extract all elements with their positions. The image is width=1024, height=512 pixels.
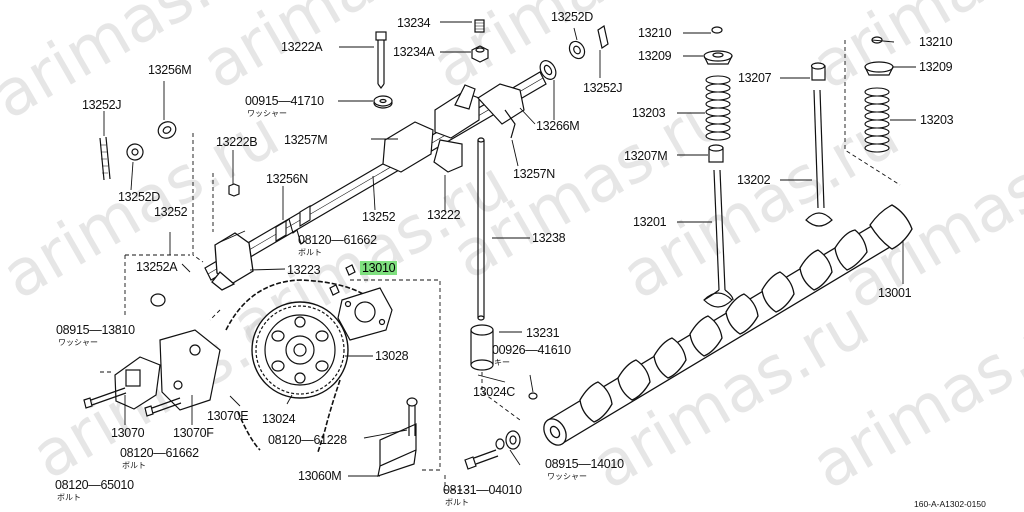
part-label-13070F[interactable]: 13070F [173,426,214,440]
bracket-13060M [377,423,417,477]
sublabel-key: キー [494,358,510,367]
washers-right-end [539,25,609,80]
nut-13222B [228,183,240,197]
part-label-13210-center[interactable]: 13210 [638,26,672,40]
lifter-13231 [470,324,494,371]
sublabel-washer: ワッシャー [247,109,287,118]
part-label-13256N[interactable]: 13256N [266,172,308,186]
washer-00915 [373,95,393,109]
part-label-13222[interactable]: 13222 [427,208,461,222]
plate-13010 [337,287,393,341]
part-label-13210-right[interactable]: 13210 [919,35,953,49]
part-label-13207M[interactable]: 13207M [624,149,668,163]
part-label-13252J-right[interactable]: 13252J [583,81,623,95]
bolts-13010 [329,264,356,296]
part-label-13252D-left[interactable]: 13252D [118,190,160,204]
diagram-reference-code: 160-A-A1302-0150 [914,499,986,509]
camshaft-13001 [543,204,913,446]
part-label-13222A[interactable]: 13222A [281,40,323,54]
part-label-13209-center[interactable]: 13209 [638,49,672,63]
part-label-13203-center[interactable]: 13203 [632,106,666,120]
part-label-13060M[interactable]: 13060M [298,469,342,483]
spring-13203-a [705,75,731,141]
pin-13252J-left [99,136,111,181]
part-label-13257M[interactable]: 13257M [284,133,328,147]
part-label-08131-04010[interactable]: 08131—04010 [443,483,522,497]
part-label-08915-13810[interactable]: 08915—13810 [56,323,135,337]
sublabel-bolt: ボルト [298,248,322,257]
part-label-13257N[interactable]: 13257N [513,167,555,181]
keeper-13210-a [711,26,723,34]
rocker-arm-left [211,232,254,291]
rocker-arm-right [477,83,525,139]
valve-13202 [805,89,833,227]
part-label-13202[interactable]: 13202 [737,173,771,187]
part-label-13234A[interactable]: 13234A [393,45,435,59]
retainer-13209-a [703,50,733,65]
part-label-13223[interactable]: 13223 [287,263,321,277]
timing-chain [225,279,384,453]
part-label-08915-14010[interactable]: 08915—14010 [545,457,624,471]
part-label-13234[interactable]: 13234 [397,16,431,30]
sublabel-washer: ワッシャー [547,472,587,481]
part-label-08120-61228[interactable]: 08120—61228 [268,433,347,447]
shaft-springs [275,205,311,245]
sublabel-bolt: ボルト [445,498,469,507]
part-label-13252-b[interactable]: 13252 [362,210,396,224]
sublabel-washer: ワッシャー [58,338,98,347]
part-label-13252J-left[interactable]: 13252J [82,98,122,112]
part-label-13024[interactable]: 13024 [262,412,296,426]
part-label-08120-65010[interactable]: 08120—65010 [55,478,134,492]
bolt-13222A [375,31,387,89]
camshaft-sprocket-13024 [251,301,349,399]
bolt-08120-61228 [406,397,418,436]
part-label-13231[interactable]: 13231 [526,326,560,340]
chain-tensioner-13070 [114,329,221,411]
part-label-13201[interactable]: 13201 [633,215,667,229]
part-label-13203-right[interactable]: 13203 [920,113,954,127]
plug-13252A [150,293,166,307]
part-label-13252-a[interactable]: 13252 [154,205,188,219]
part-label-08120-61662-top[interactable]: 08120—61662 [298,233,377,247]
part-label-13028[interactable]: 13028 [375,349,409,363]
bolt-08131-04010 [464,449,499,470]
part-label-13070[interactable]: 13070 [111,426,145,440]
part-label-13070E[interactable]: 13070E [207,409,249,423]
key-00926 [528,392,538,400]
part-label-13209-right[interactable]: 13209 [919,60,953,74]
part-label-00926-41610[interactable]: 00926—41610 [492,343,571,357]
valve-cap-13207M [708,144,724,163]
valve-13201 [703,169,734,308]
part-label-13256M[interactable]: 13256M [148,63,192,77]
part-label-08120-61662-bottom[interactable]: 08120—61662 [120,446,199,460]
rocker-arm-center [382,84,480,173]
tensioner-bolts [83,387,182,417]
part-label-00915-41710[interactable]: 00915—41710 [245,94,324,108]
part-label-13207[interactable]: 13207 [738,71,772,85]
push-rod-13238 [477,137,485,321]
nut-13234A [471,45,489,63]
part-label-13024C[interactable]: 13024C [473,385,515,399]
leader-lines [103,21,916,477]
part-label-13001[interactable]: 13001 [878,286,912,300]
sublabel-bolt: ボルト [122,461,146,470]
part-label-13238[interactable]: 13238 [532,231,566,245]
part-label-13222B[interactable]: 13222B [216,135,258,149]
screw-13234 [474,19,485,33]
retainer-13209-b [864,61,894,76]
valve-cap-13207 [810,62,826,81]
spring-13203-b [864,87,890,153]
part-label-13252D-top[interactable]: 13252D [551,10,593,24]
part-label-13266M[interactable]: 13266M [536,119,580,133]
part-label-13252A[interactable]: 13252A [136,260,178,274]
sublabel-bolt: ボルト [57,493,81,502]
washers-left-end [126,121,177,161]
washer-08915-14010 [495,430,521,450]
part-label-13010-highlighted[interactable]: 13010 [360,261,398,275]
